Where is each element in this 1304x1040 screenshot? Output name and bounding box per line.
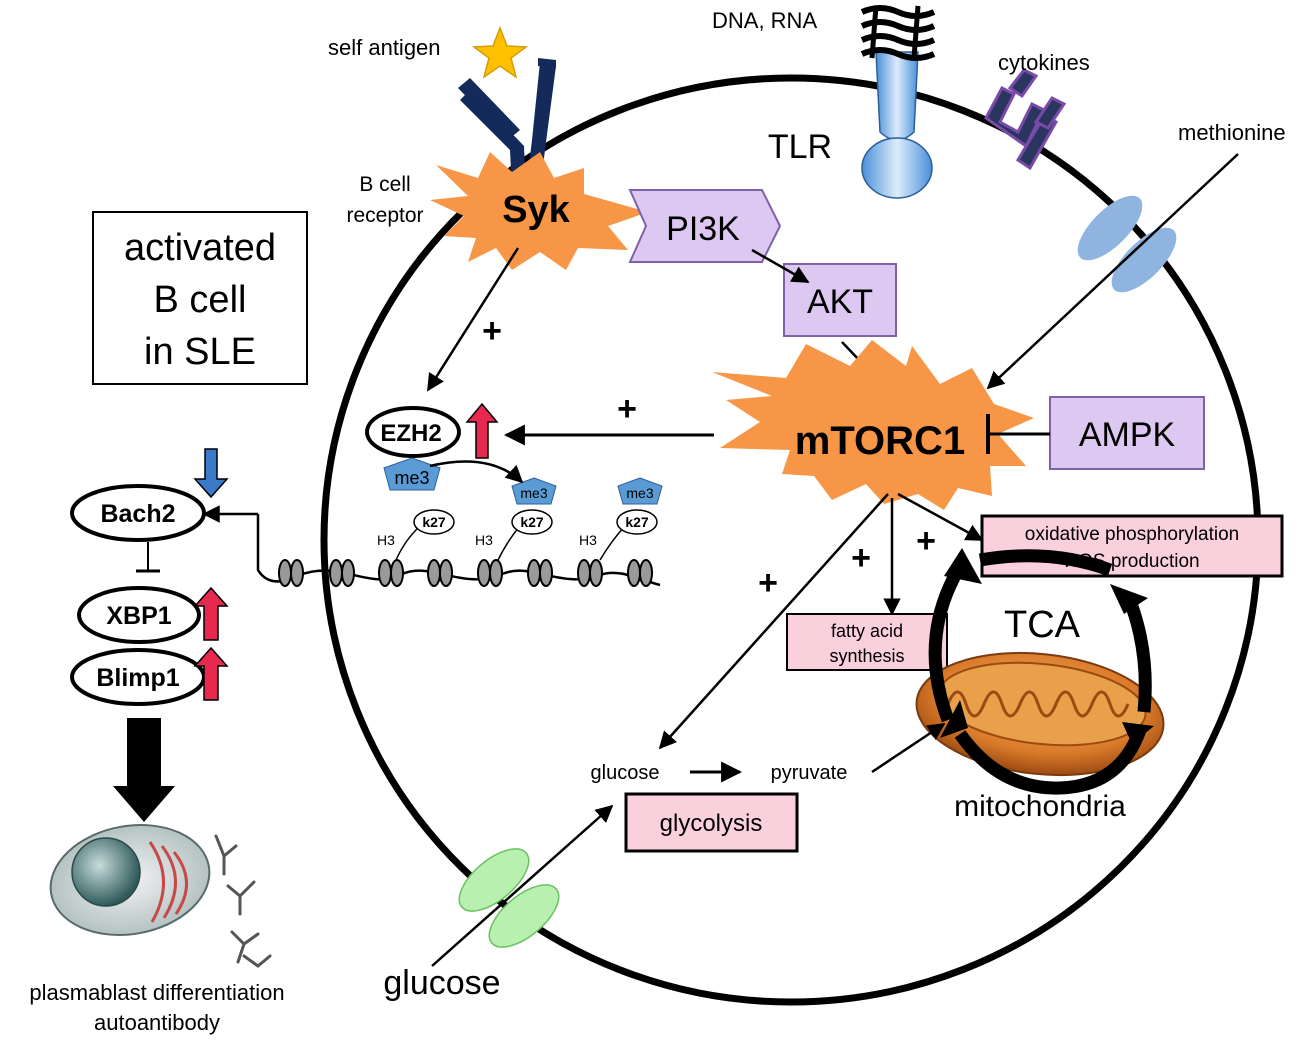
k27-marks — [413, 509, 658, 535]
pi3k-to-akt-arrow — [751, 248, 810, 284]
syk-to-ezh2-arrow — [426, 247, 520, 392]
pi3k-node — [628, 189, 782, 263]
plus-fatty-acid: + — [851, 539, 871, 577]
glycolysis-box — [624, 792, 799, 853]
self-antigen-label: self antigen — [328, 35, 441, 60]
mtorc1-label: mTORC1 — [795, 419, 965, 463]
syk-burst — [430, 152, 648, 270]
me3-pentagon-1 — [511, 477, 557, 505]
fatty-acid-box — [786, 613, 948, 671]
plus-oxphos: + — [916, 522, 936, 560]
methionine-label: methionine — [1178, 120, 1286, 145]
h3-label-1: H3 — [377, 532, 395, 548]
title-box: activated B cell in SLE — [92, 211, 308, 385]
mtorc1-burst — [712, 340, 1034, 510]
oxphos-label-line-1: oxidative phosphorylation — [1025, 524, 1239, 545]
differentiation-big-arrow — [113, 718, 175, 822]
k27-label-2: k27 — [520, 514, 544, 530]
mitochondrion-icon — [915, 651, 1165, 777]
me3-transfer-arrow — [429, 460, 524, 484]
h3-label-2: H3 — [475, 532, 493, 548]
h3-label-3: H3 — [579, 532, 597, 548]
fatty-acid-label-line-1: fatty acid — [831, 621, 903, 641]
fatty-acid-label-line-2: synthesis — [829, 646, 904, 666]
glucose-outer-label: glucose — [383, 964, 500, 1002]
self-antigen-star-icon — [471, 25, 529, 79]
ezh2-upregulated-arrow-icon — [465, 402, 499, 459]
glucose-transporter — [458, 848, 560, 948]
plasmablast-label-line-1: plasmablast differentiation — [29, 980, 284, 1005]
plus-syk-ezh2: + — [482, 312, 502, 350]
title-line-3: in SLE — [144, 331, 256, 373]
mtorc1-to-glucose-arrow — [658, 493, 889, 750]
methionine-arrow — [986, 153, 1239, 390]
mtorc1-to-oxphos-arrow — [897, 492, 984, 542]
ampk-node — [1049, 396, 1205, 470]
mitochondria-label: mitochondria — [954, 790, 1126, 823]
plus-glycolysis: + — [758, 564, 778, 602]
akt-label: AKT — [807, 283, 873, 321]
me3-label-3: me3 — [626, 485, 653, 501]
tlr-label: TLR — [768, 128, 832, 166]
pyruvate-to-mitochondria-arrow — [871, 722, 946, 774]
ezh2-node — [365, 406, 461, 458]
tlr-receptor — [861, 51, 933, 199]
glucose-uptake-arrow — [431, 804, 614, 967]
bach2-node — [70, 484, 206, 542]
title-line-1: activated — [124, 227, 276, 269]
bcr-label-line-2: receptor — [346, 204, 423, 227]
plasmablast-label-line-2: autoantibody — [94, 1010, 220, 1035]
pi3k-label: PI3K — [666, 210, 740, 248]
syk-label: Syk — [502, 189, 570, 231]
tca-label: TCA — [1004, 604, 1081, 646]
tca-cycle-arrowheads — [940, 548, 1154, 744]
blimp1-upregulated-arrow-icon — [193, 646, 229, 701]
xbp1-upregulated-arrow-icon — [193, 586, 229, 641]
dna-rna-label: DNA, RNA — [712, 8, 817, 33]
methionine-transporter — [1077, 195, 1177, 293]
k27-label-3: k27 — [625, 514, 649, 530]
blimp1-label: Blimp1 — [96, 664, 179, 692]
me3-pentagon-large — [383, 457, 441, 491]
glucose-inner-label: glucose — [591, 762, 660, 784]
nucleosomes-icon — [278, 559, 653, 587]
xbp1-node — [77, 586, 201, 644]
glycolysis-label: glycolysis — [660, 810, 763, 837]
oxphos-box — [980, 514, 1284, 578]
dna-rna-helix-icon — [860, 5, 936, 61]
bcr-label-line-1: B cell — [359, 173, 410, 196]
me3-label-1: me3 — [394, 468, 429, 488]
me3-pentagon-2 — [617, 477, 663, 505]
k27-label-1: k27 — [422, 514, 446, 530]
title-line-2: B cell — [154, 279, 247, 321]
plasmablast-cell-icon — [49, 824, 211, 936]
plus-mtorc1-ezh2: + — [617, 390, 637, 428]
ampk-label: AMPK — [1079, 416, 1176, 454]
xbp1-label: XBP1 — [106, 602, 171, 630]
ezh2-label: EZH2 — [380, 420, 441, 447]
tca-cycle — [928, 549, 1152, 795]
antibodies-icon — [214, 834, 272, 968]
bach2-downregulated-arrow-icon — [193, 448, 229, 499]
me3-label-2: me3 — [520, 485, 547, 501]
cytokines-label: cytokines — [998, 50, 1090, 75]
bach2-label: Bach2 — [100, 500, 175, 528]
cytokine-receptor-icon — [984, 68, 1067, 171]
pyruvate-label: pyruvate — [771, 762, 848, 784]
